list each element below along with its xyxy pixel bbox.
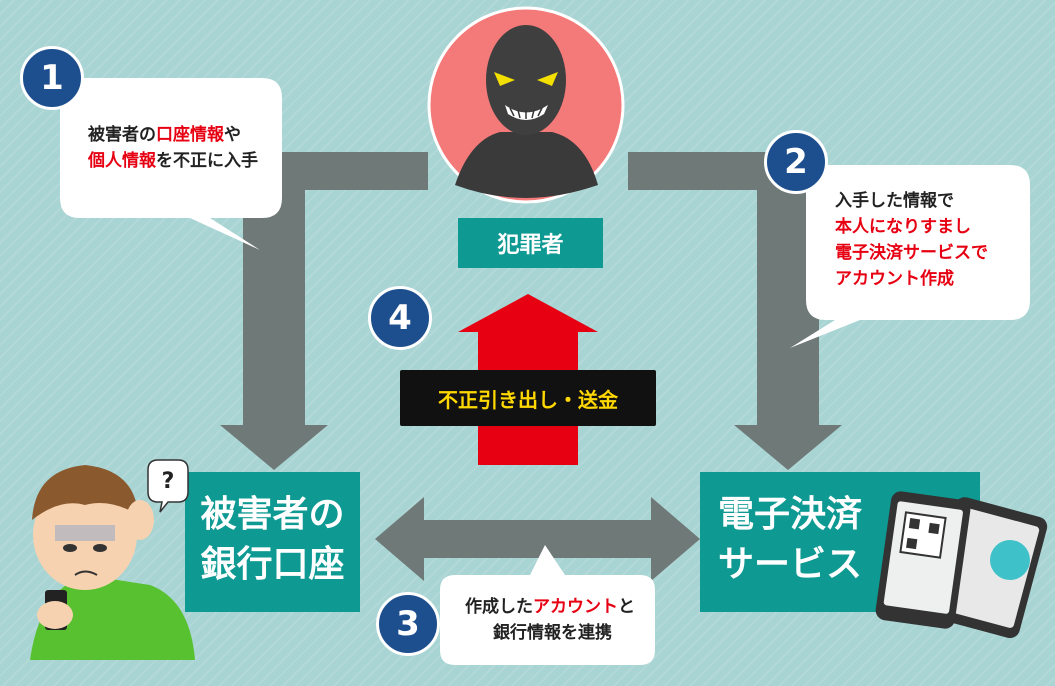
victim-question-mark: ? [161,468,175,494]
criminal-label-box [458,218,603,268]
e-payment-line1: 電子決済 [717,494,862,535]
victim-bank-line1: 被害者の [200,494,345,535]
step-3-text-part: と [618,597,635,617]
step-1-highlight-account-info: 口座情報 [156,125,224,145]
step-2-line4: アカウント作成 [835,269,954,289]
step-1-number: 1 [20,46,84,110]
step-3-highlight-account: アカウント [533,597,618,617]
step-2-line2: 本人になりすまし [835,217,971,237]
step-3-text-part: 作成した [465,597,533,617]
step-2-line3: 電子決済サービスで [835,243,988,263]
step-2-text: 入手した情報で 本人になりすまし 電子決済サービスで アカウント作成 [835,188,988,292]
step-4-number: 4 [368,286,432,350]
step-2-number: 2 [764,130,828,194]
victim-bank-box [185,472,360,612]
e-payment-label: 電子決済 サービス [705,490,875,590]
criminal-illustration [427,6,625,204]
step-1-text: 被害者の口座情報や 個人情報を不正に入手 [88,122,258,174]
step-1-highlight-personal-info: 個人情報 [88,151,156,171]
victim-question-bubble [147,459,189,513]
speech-bubble-3 [440,545,655,665]
step-3-text: 作成したアカウントと 銀行情報を連携 [465,594,635,646]
speech-bubble-1 [60,78,282,250]
step-3-line2: 銀行情報を連携 [493,623,612,643]
criminal-label: 犯罪者 [497,233,564,258]
step-1-text-part: 被害者の [88,125,156,145]
victim-bank-line2: 銀行口座 [200,544,345,585]
step-4-label: 不正引き出し・送金 [400,370,656,426]
e-payment-line2: サービス [717,544,862,585]
step-3-number: 3 [376,592,440,656]
victim-bank-label: 被害者の 銀行口座 [185,490,360,590]
step-1-text-part: や [224,125,241,145]
step-2-line1: 入手した情報で [835,191,954,211]
speech-bubble-2 [790,165,1030,348]
victim-illustration [30,465,195,660]
payment-devices-illustration [875,491,1048,639]
step-1-text-part: を不正に入手 [156,151,258,171]
